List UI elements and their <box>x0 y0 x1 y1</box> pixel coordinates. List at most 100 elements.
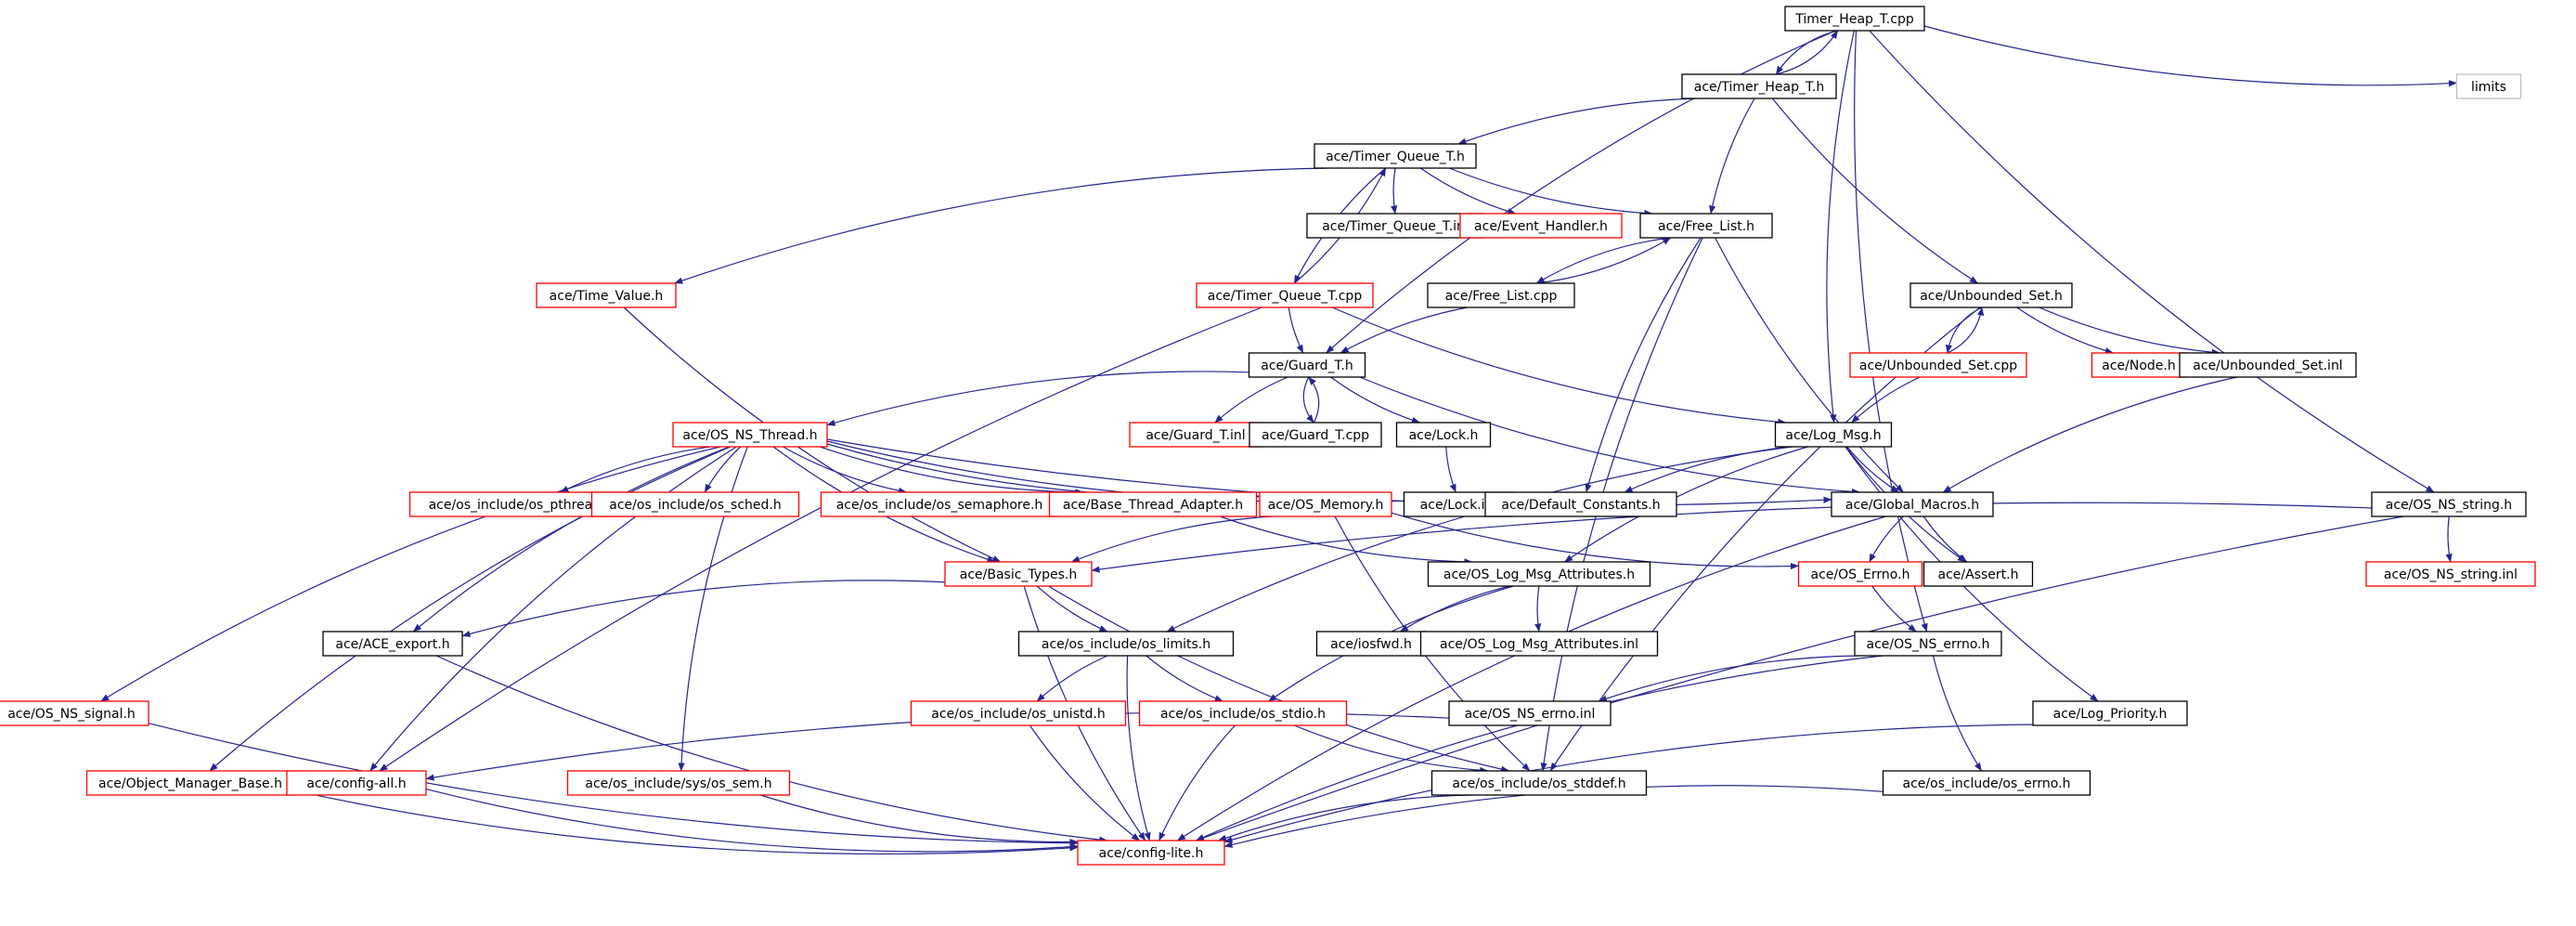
node-box <box>1639 213 1773 239</box>
file-node-osLimits[interactable]: ace/os_include/os_limits.h <box>1017 631 1235 657</box>
edge-tqT-to-evh <box>1419 167 1517 215</box>
node-box <box>1419 631 1659 657</box>
edge-guardTcpp-to-guardT <box>1308 376 1320 424</box>
node-label: ace/OS_NS_errno.h <box>1866 637 1989 652</box>
file-node-defConst[interactable]: ace/Default_Constants.h <box>1484 491 1677 517</box>
file-node-configAll[interactable]: ace/config-all.h <box>286 770 427 796</box>
node-label: ace/OS_Log_Msg_Attributes.inl <box>1440 637 1638 652</box>
file-node-semaphore[interactable]: ace/os_include/os_semaphore.h <box>820 491 1059 517</box>
node-label: ace/Free_List.cpp <box>1445 289 1558 304</box>
file-node-aceExport[interactable]: ace/ACE_export.h <box>322 631 463 657</box>
file-node-freeList[interactable]: ace/Free_List.h <box>1639 213 1773 239</box>
file-node-objMgrBase[interactable]: ace/Object_Manager_Base.h <box>85 770 295 796</box>
file-node-heapT[interactable]: ace/Timer_Heap_T.h <box>1681 73 1837 99</box>
node-label: ace/Base_Thread_Adapter.h <box>1063 498 1243 513</box>
node-label: ace/Object_Manager_Base.h <box>98 776 282 791</box>
file-node-unbSetInl[interactable]: ace/Unbounded_Set.inl <box>2179 352 2357 378</box>
node-box <box>1797 561 1923 587</box>
file-node-unistd[interactable]: ace/os_include/os_unistd.h <box>910 700 1127 726</box>
file-node-nsSignal[interactable]: ace/OS_NS_signal.h <box>0 700 149 726</box>
file-node-sysSem[interactable]: ace/os_include/sys/os_sem.h <box>566 770 791 796</box>
node-box <box>1681 73 1837 99</box>
file-node-nsStringInl[interactable]: ace/OS_NS_string.inl <box>2365 561 2536 587</box>
file-node-basicTypes[interactable]: ace/Basic_Types.h <box>944 561 1093 587</box>
edge-nsErrno-to-configLite <box>1195 655 1883 841</box>
file-node-tqT[interactable]: ace/Timer_Queue_T.h <box>1314 143 1477 169</box>
edge-heapT-to-root <box>1776 30 1839 75</box>
edge-freeListCpp-to-freeList <box>1536 237 1672 284</box>
file-node-globMacros[interactable]: ace/Global_Macros.h <box>1831 491 1994 517</box>
node-label: ace/Guard_T.cpp <box>1262 428 1369 443</box>
node-box <box>2365 561 2536 587</box>
file-node-unbSetCpp[interactable]: ace/Unbounded_Set.cpp <box>1849 352 2027 378</box>
edge-tqT-to-tqTinl <box>1391 167 1398 215</box>
node-box <box>1774 422 1893 448</box>
node-label: ace/Default_Constants.h <box>1501 498 1660 513</box>
node-label: ace/Guard_T.inl <box>1146 428 1245 443</box>
file-node-nsErrno[interactable]: ace/OS_NS_errno.h <box>1854 631 2002 657</box>
edge-nsThread-to-sysSem <box>678 446 748 772</box>
node-label: ace/OS_Memory.h <box>1268 498 1384 513</box>
file-node-guardTinl[interactable]: ace/Guard_T.inl <box>1129 422 1262 448</box>
file-node-timeValue[interactable]: ace/Time_Value.h <box>536 282 677 308</box>
edge-nsThread-to-configAll <box>369 446 737 772</box>
file-node-nsThread[interactable]: ace/OS_NS_Thread.h <box>672 422 828 448</box>
file-node-logAttr[interactable]: ace/OS_Log_Msg_Attributes.h <box>1427 561 1651 587</box>
node-label: ace/Free_List.h <box>1658 219 1754 234</box>
edge-guardT-to-guardTcpp <box>1302 376 1314 424</box>
node-box <box>1249 422 1382 448</box>
file-node-guardTcpp[interactable]: ace/Guard_T.cpp <box>1249 422 1382 448</box>
node-box <box>1427 282 1575 308</box>
edge-unbSetCpp-to-unbSet <box>1947 306 1985 354</box>
node-label: ace/Lock.h <box>1409 428 1479 443</box>
file-node-nsErrnoInl[interactable]: ace/OS_NS_errno.inl <box>1448 700 1612 726</box>
file-node-unbSet[interactable]: ace/Unbounded_Set.h <box>1909 282 2073 308</box>
file-node-node[interactable]: ace/Node.h <box>2091 352 2187 378</box>
file-node-limits[interactable]: limits <box>2455 73 2522 99</box>
node-label: ace/os_include/os_unistd.h <box>931 707 1105 722</box>
node-box <box>1048 491 1258 517</box>
file-node-assert[interactable]: ace/Assert.h <box>1922 561 2034 587</box>
file-node-lockH[interactable]: ace/Lock.h <box>1395 422 1492 448</box>
file-node-tqTcpp[interactable]: ace/Timer_Queue_T.cpp <box>1196 282 1374 308</box>
node-box <box>286 770 427 796</box>
node-label: ace/OS_NS_errno.inl <box>1465 707 1596 722</box>
file-node-stdio[interactable]: ace/os_include/os_stdio.h <box>1138 700 1348 726</box>
node-label: ace/Log_Priority.h <box>2053 707 2168 722</box>
file-node-osMemory[interactable]: ace/OS_Memory.h <box>1259 491 1392 517</box>
edge-basicTypes-to-aceExport <box>461 580 946 637</box>
edge-freeListCpp-to-guardT <box>1340 306 1468 354</box>
file-node-logAttrInl[interactable]: ace/OS_Log_Msg_Attributes.inl <box>1419 631 1659 657</box>
file-node-configLite[interactable]: ace/config-lite.h <box>1077 840 1225 866</box>
file-node-iosfwd[interactable]: ace/iosfwd.h <box>1315 631 1427 657</box>
file-node-guardT[interactable]: ace/Guard_T.h <box>1248 352 1366 378</box>
node-label: ace/Lock.inl <box>1420 498 1497 513</box>
file-node-evh[interactable]: ace/Event_Handler.h <box>1459 213 1623 239</box>
file-node-tqTinl[interactable]: ace/Timer_Queue_T.inl <box>1306 213 1484 239</box>
file-node-logPriority[interactable]: ace/Log_Priority.h <box>2032 700 2188 726</box>
node-label: ace/config-all.h <box>306 776 406 791</box>
edge-nsErrno-to-osErrnoInc <box>1932 655 1983 772</box>
file-node-logMsg[interactable]: ace/Log_Msg.h <box>1774 422 1893 448</box>
file-node-osErrnoInc[interactable]: ace/os_include/os_errno.h <box>1882 770 2091 796</box>
node-box <box>1922 561 2034 587</box>
file-node-osErrno[interactable]: ace/OS_Errno.h <box>1797 561 1923 587</box>
node-label: ace/Time_Value.h <box>550 289 664 304</box>
file-node-sched[interactable]: ace/os_include/os_sched.h <box>590 491 800 517</box>
file-node-freeListCpp[interactable]: ace/Free_List.cpp <box>1427 282 1575 308</box>
file-node-nsString[interactable]: ace/OS_NS_string.h <box>2371 491 2527 517</box>
node-label: limits <box>2471 80 2506 95</box>
node-box <box>2371 491 2527 517</box>
file-node-stddef[interactable]: ace/os_include/os_stddef.h <box>1430 770 1648 796</box>
file-node-btAdapter[interactable]: ace/Base_Thread_Adapter.h <box>1048 491 1258 517</box>
node-box <box>1448 700 1612 726</box>
node-label: ace/OS_NS_string.inl <box>2384 567 2518 582</box>
node-label: ace/os_include/os_pthread.h <box>429 498 614 513</box>
edge-configAll-to-configLite <box>425 789 1079 853</box>
edge-timeValue-to-basicTypes <box>623 306 1002 563</box>
node-label: ace/Guard_T.h <box>1261 359 1353 373</box>
node-box <box>1831 491 1994 517</box>
file-node-root[interactable]: Timer_Heap_T.cpp <box>1784 6 1925 32</box>
edge-heapT-to-tqT <box>1457 98 1697 145</box>
node-box <box>2091 352 2187 378</box>
